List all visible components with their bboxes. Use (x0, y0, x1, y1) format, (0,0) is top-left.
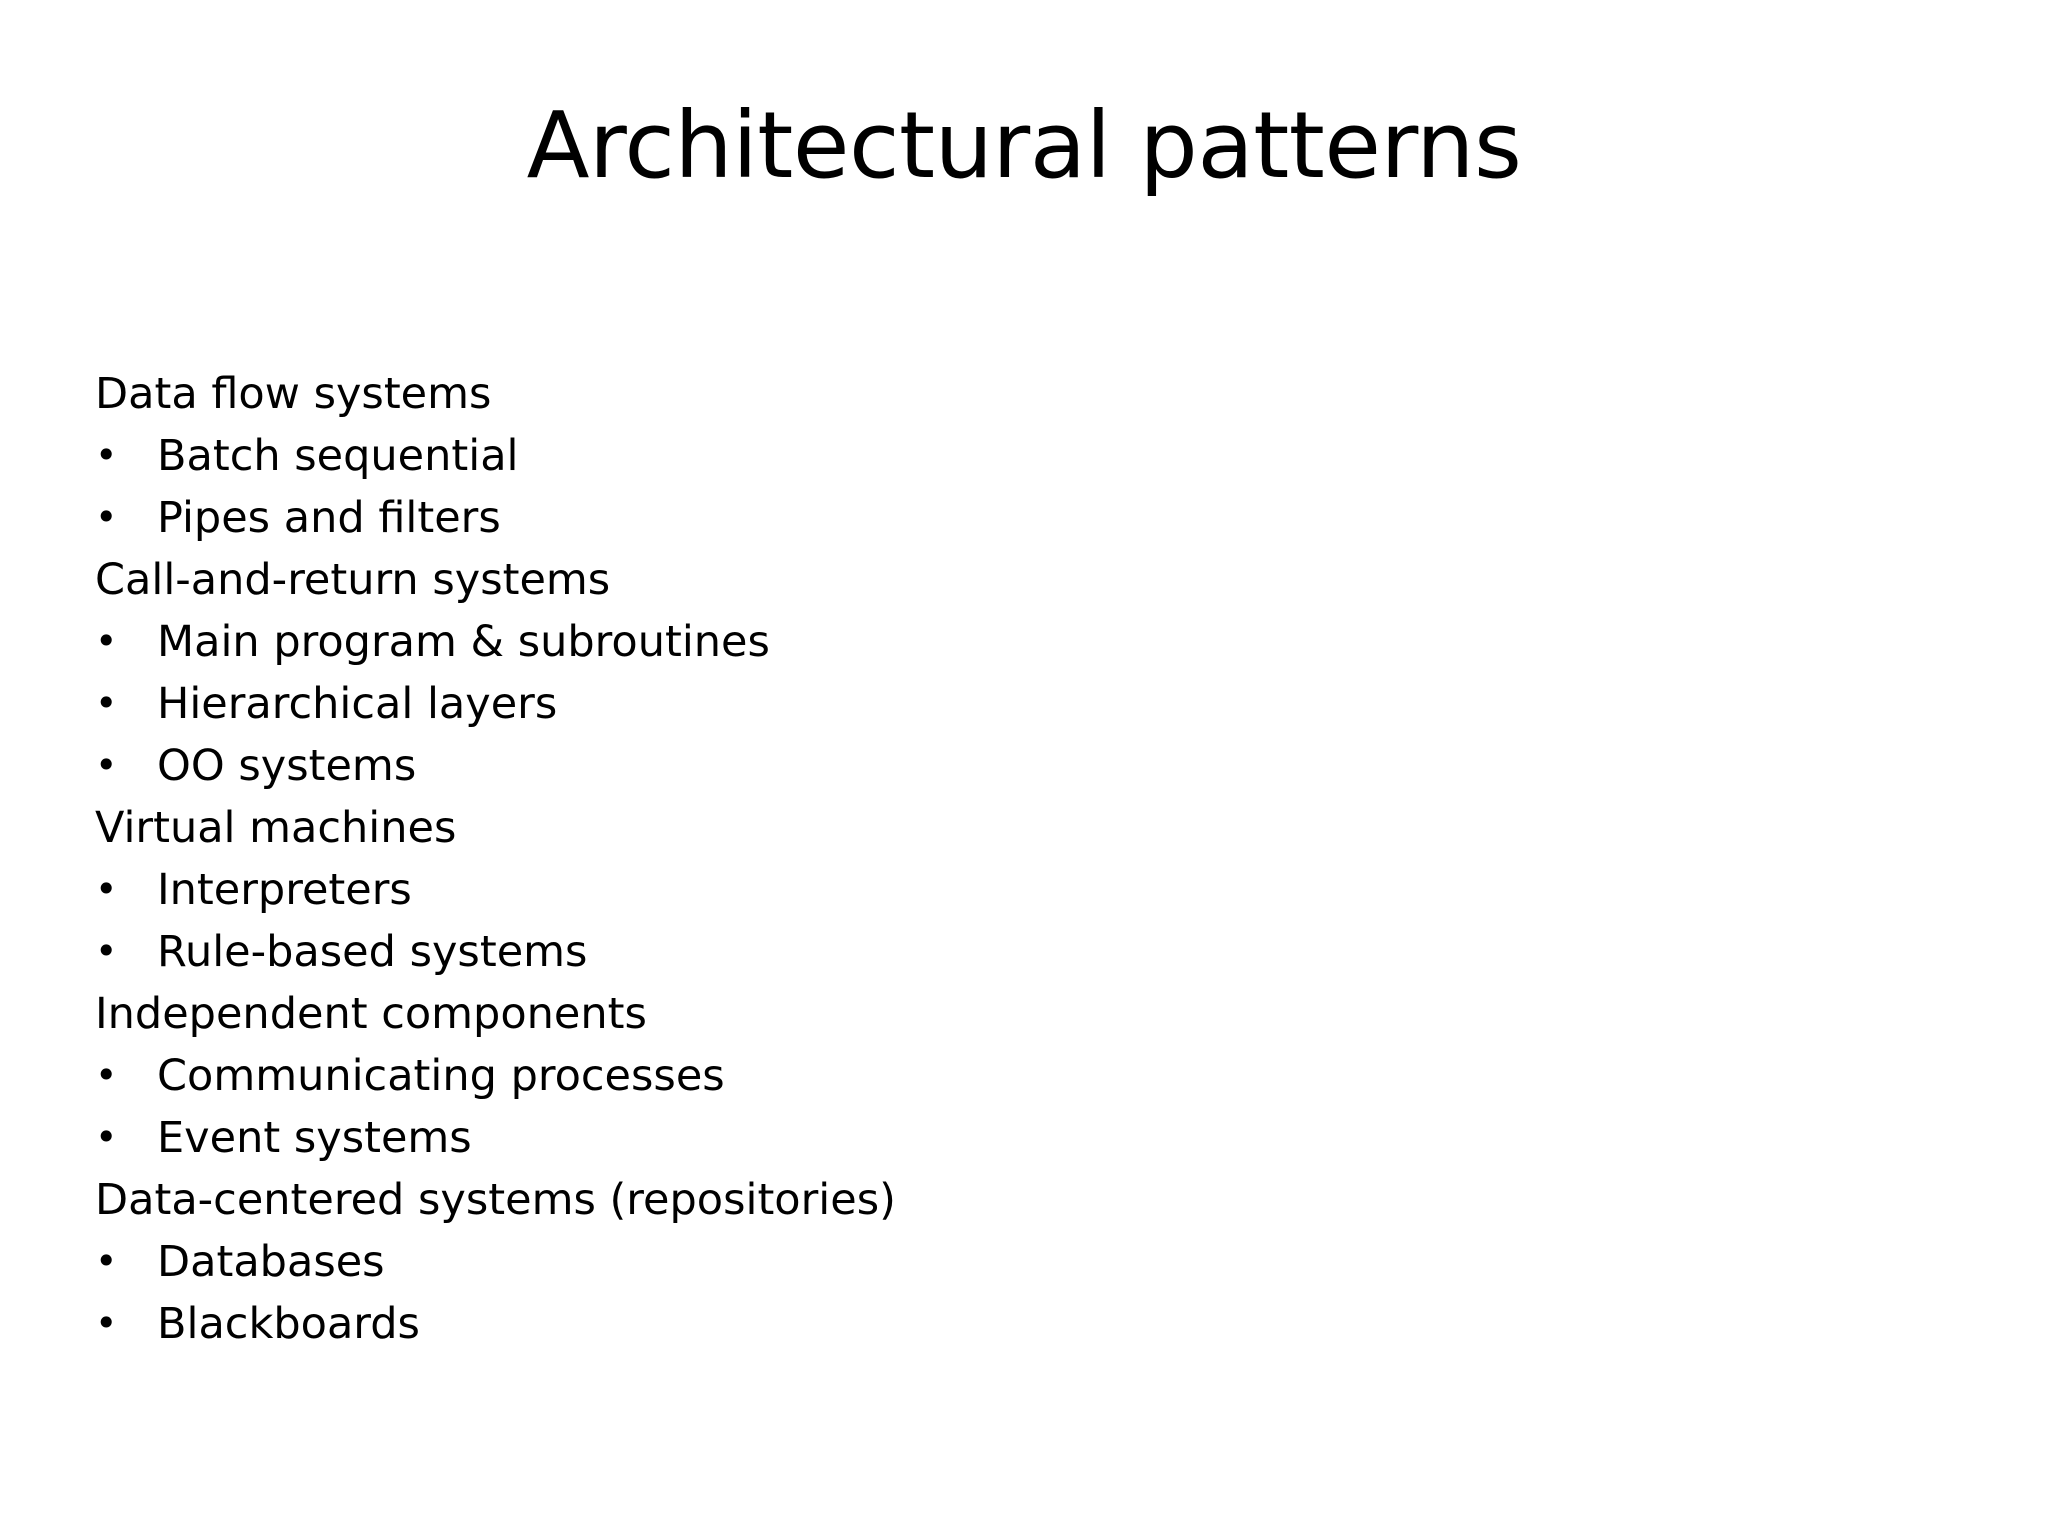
list-item: • Databases (95, 1231, 1895, 1293)
list-item: • Data flow systems (95, 363, 1895, 425)
list-item-label: Interpreters (157, 865, 412, 915)
list-item-label: Event systems (157, 1113, 472, 1163)
list-item-label: Virtual machines (95, 803, 457, 853)
bullet-icon: • (95, 433, 118, 477)
list-item: • Main program & subroutines (95, 611, 1895, 673)
list-item-label: Pipes and filters (157, 493, 501, 543)
list-item: • Data-centered systems (repositories) (95, 1169, 1895, 1231)
list-item-label: OO systems (157, 741, 417, 791)
list-item: • Blackboards (95, 1293, 1895, 1355)
bullet-icon: • (95, 1053, 118, 1097)
bullet-icon: • (95, 681, 118, 725)
list-item-label: Call-and-return systems (95, 555, 611, 605)
content-placeholder: • Data flow systems • Batch sequential •… (95, 363, 1895, 1355)
list-item: • Pipes and filters (95, 487, 1895, 549)
list-item-label: Data flow systems (95, 369, 492, 419)
list-item: • Interpreters (95, 859, 1895, 921)
list-item-label: Batch sequential (157, 431, 519, 481)
bullet-icon: • (95, 619, 118, 663)
bullet-icon: • (95, 1301, 118, 1345)
list-item: • Hierarchical layers (95, 673, 1895, 735)
list-item-label: Databases (157, 1237, 385, 1287)
list-item: • OO systems (95, 735, 1895, 797)
list-item: • Virtual machines (95, 797, 1895, 859)
bullet-icon: • (95, 867, 118, 911)
list-item: • Communicating processes (95, 1045, 1895, 1107)
list-item-label: Independent components (95, 989, 647, 1039)
list-item: • Batch sequential (95, 425, 1895, 487)
bullet-icon: • (95, 743, 118, 787)
bullet-icon: • (95, 1115, 118, 1159)
list-item-label: Hierarchical layers (157, 679, 558, 729)
bullet-icon: • (95, 495, 118, 539)
list-item: • Event systems (95, 1107, 1895, 1169)
bullet-icon: • (95, 929, 118, 973)
slide-title: Architectural patterns (526, 92, 1522, 199)
list-item-label: Communicating processes (157, 1051, 725, 1101)
list-item: • Rule-based systems (95, 921, 1895, 983)
list-item-label: Blackboards (157, 1299, 420, 1349)
list-item-label: Data-centered systems (repositories) (95, 1175, 896, 1225)
list-item-label: Rule-based systems (157, 927, 588, 977)
list-item-label: Main program & subroutines (157, 617, 770, 667)
bullet-icon: • (95, 1239, 118, 1283)
list-item: • Independent components (95, 983, 1895, 1045)
list-item: • Call-and-return systems (95, 549, 1895, 611)
